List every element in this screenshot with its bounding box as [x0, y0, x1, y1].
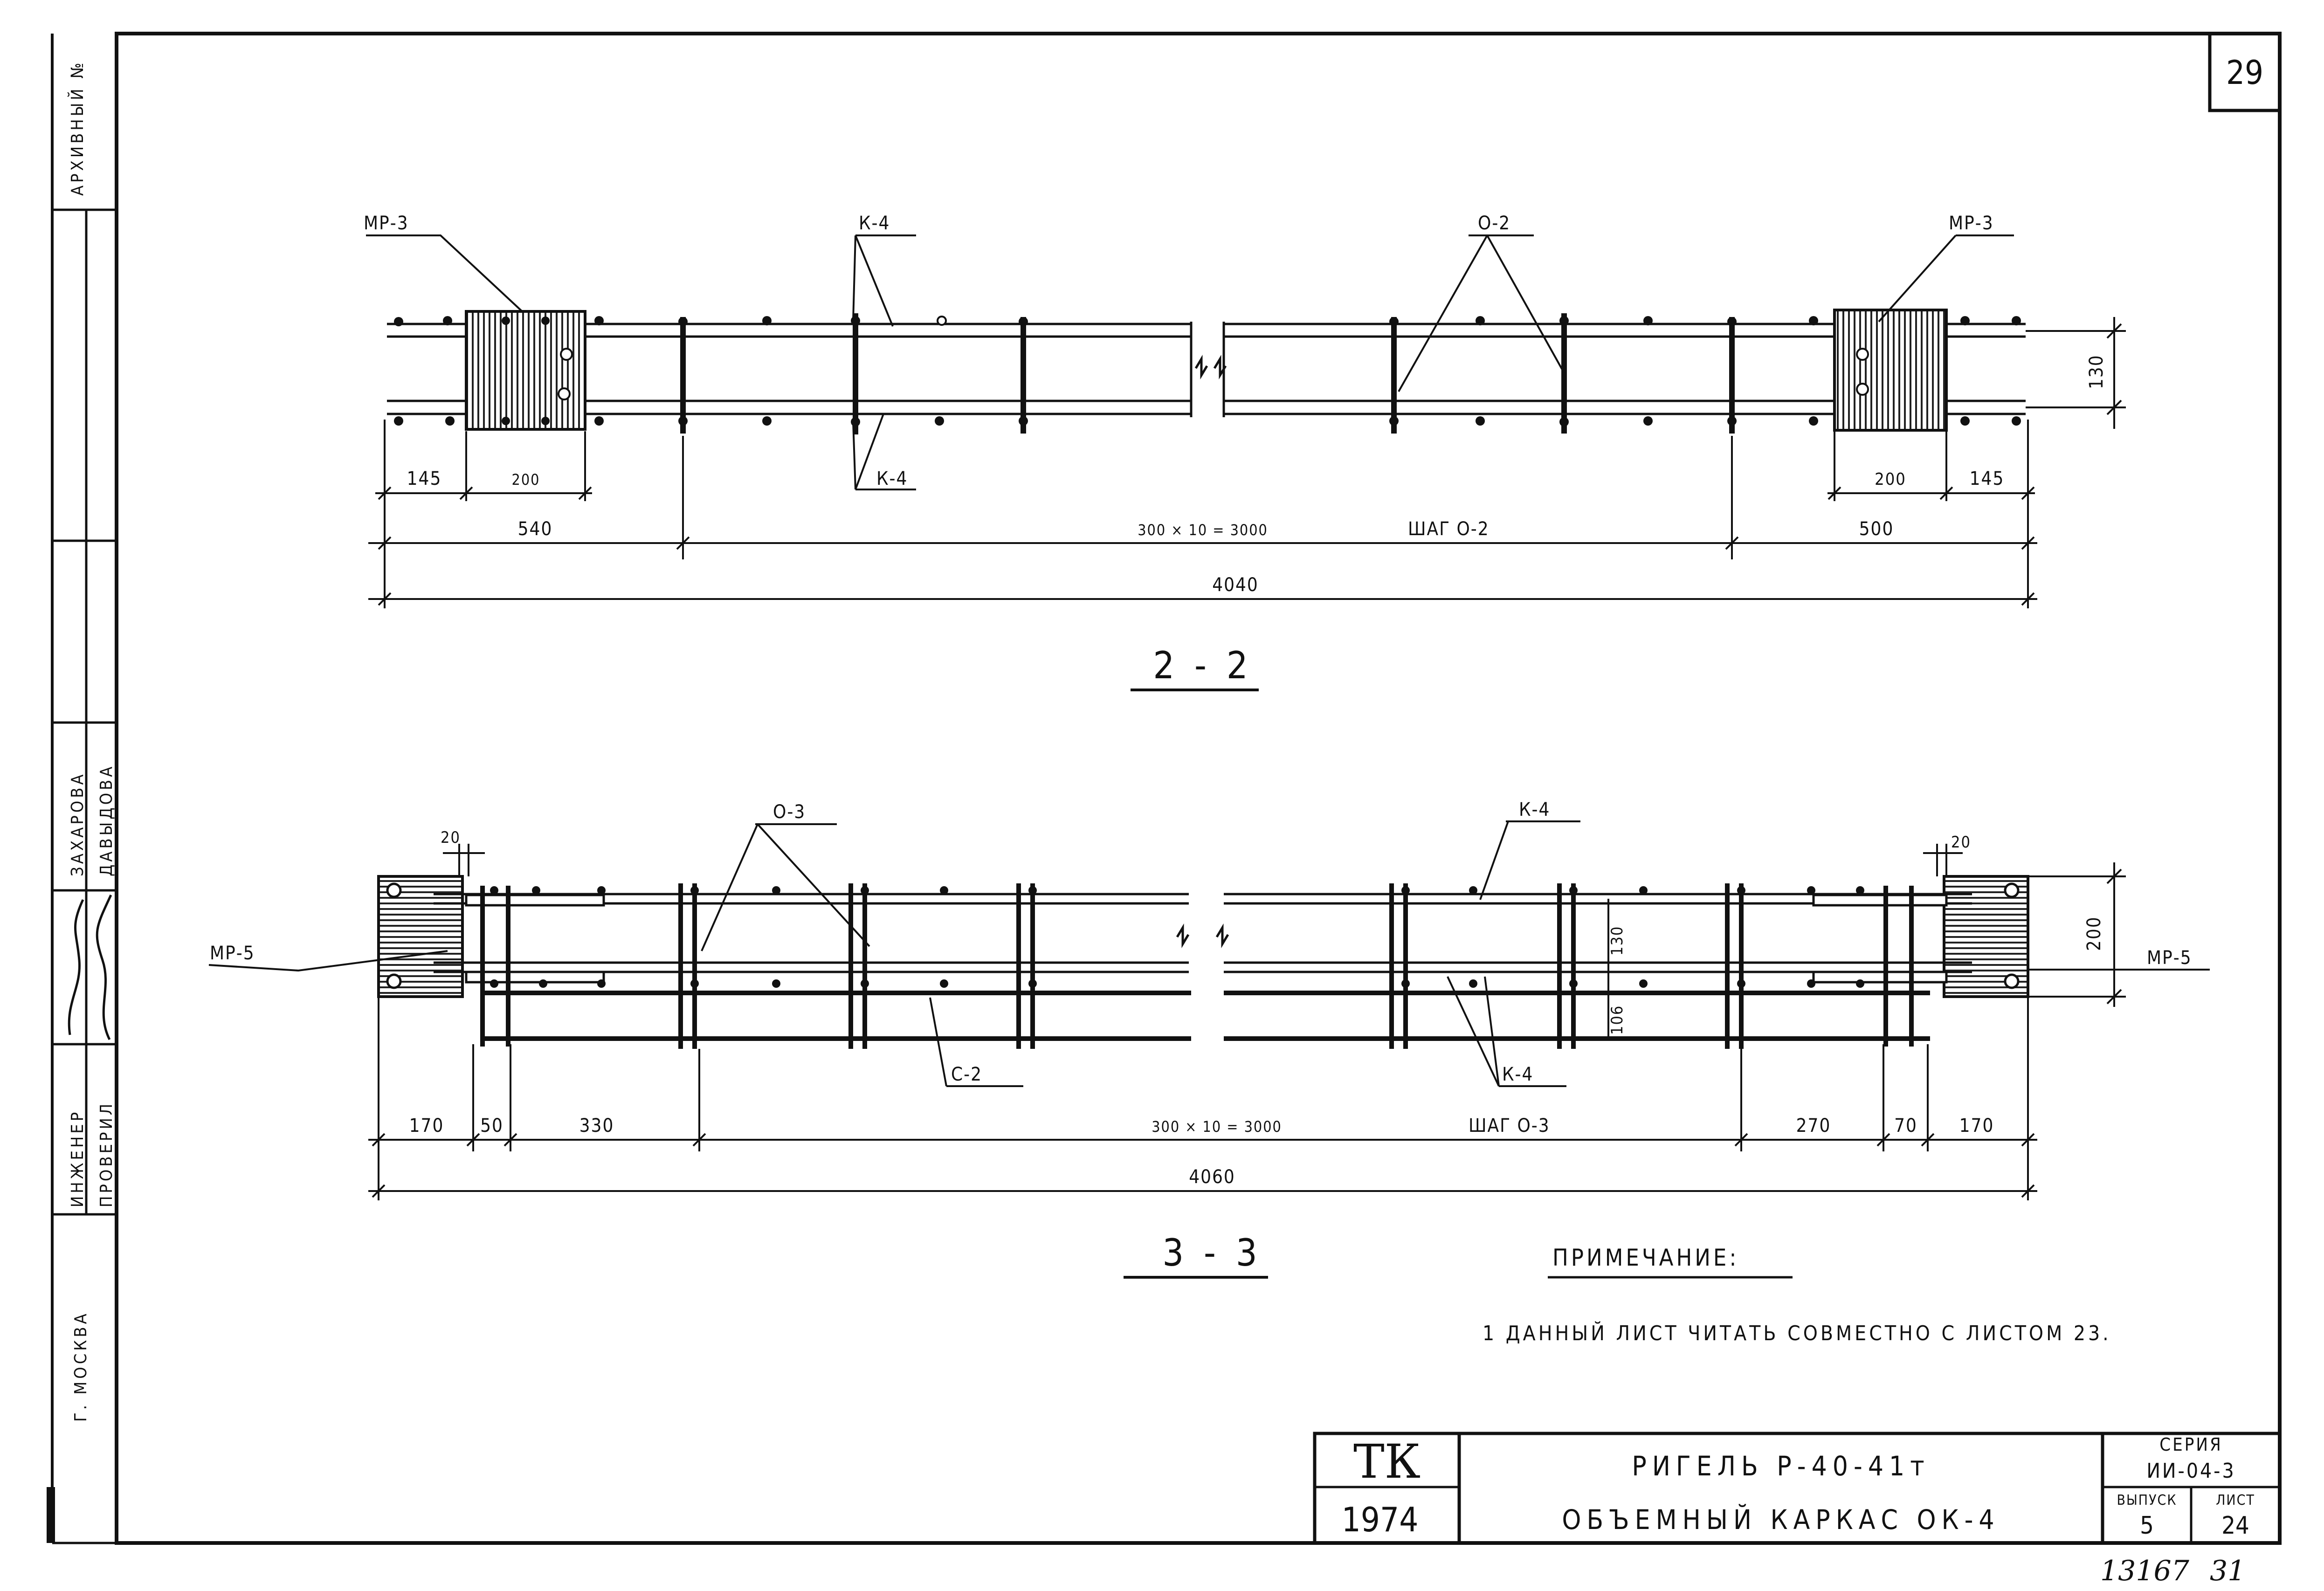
dim-3-170-right: 170: [1959, 1115, 1994, 1136]
dim-3-50: 50: [480, 1115, 503, 1136]
dim-3-total: 4060: [1189, 1166, 1235, 1188]
label-k4-top: К-4: [859, 213, 890, 234]
dim-2-left-plate: 200: [512, 471, 540, 489]
label-o3: О-3: [773, 801, 806, 823]
dim-3-step: ШАГ О-3: [1469, 1115, 1550, 1136]
note-heading: ПРИМЕЧАНИЕ:: [1552, 1244, 1739, 1271]
title-year: 1974: [1342, 1500, 1419, 1539]
archive-no-label: АРХИВНЫЙ №: [68, 60, 87, 196]
dim-3-h130: 130: [1608, 926, 1627, 956]
signature-engineer: [68, 899, 84, 1035]
sheet-label: ЛИСТ: [2216, 1492, 2255, 1508]
signature-checked: [96, 894, 112, 1040]
title-line-1: РИГЕЛЬ Р-40-41т: [1632, 1450, 1930, 1482]
dim-3-170-left: 170: [409, 1115, 444, 1136]
section-2-title: 2 - 2: [1153, 644, 1252, 687]
issue-value: 5: [2140, 1512, 2154, 1540]
label-mp3-right: МР-3: [1949, 213, 1994, 234]
name-engineer: ЗАХАРОВА: [68, 771, 87, 876]
label-mp3-left: МР-3: [364, 213, 409, 234]
section-3-3: МР-5 О-3 К-4 К-4 С-2 МР-5 20 20 200 130 …: [208, 799, 2210, 1279]
side-stamp: АРХИВНЫЙ № ЗАХАРОВА ДАВЫДОВА ИНЖЕНЕР ПРО…: [47, 34, 118, 1544]
note-item-1: 1 ДАННЫЙ ЛИСТ ЧИТАТЬ СОВМЕСТНО С ЛИСТОМ …: [1483, 1321, 2111, 1345]
label-mp5-left: МР-5: [210, 943, 255, 964]
title-line-2: ОБЪЕМНЫЙ КАРКАС ОК-4: [1562, 1503, 2000, 1536]
section-2-2: МР-3 К-4 К-4 О-2 МР-3 130: [364, 213, 2126, 691]
title-block: ТК 1974 РИГЕЛЬ Р-40-41т ОБЪЕМНЫЙ КАРКАС …: [1313, 1432, 2282, 1545]
note-block: ПРИМЕЧАНИЕ: 1 ДАННЫЙ ЛИСТ ЧИТАТЬ СОВМЕСТ…: [1483, 1244, 2111, 1345]
dim-2-right-plate: 200: [1875, 470, 1906, 489]
city-label: Г. МОСКВА: [71, 1311, 90, 1422]
label-k4-bottom: К-4: [876, 468, 908, 489]
label-k4-bottom-3: К-4: [1502, 1064, 1533, 1085]
dim-2-step: ШАГ О-2: [1408, 518, 1490, 540]
dim-3-h200: 200: [2083, 916, 2105, 951]
label-mp5-right: МР-5: [2147, 947, 2192, 969]
plate-mp3-right: [1833, 309, 1948, 432]
sheet-number: 29: [2226, 54, 2263, 92]
dim-2-left-end: 540: [518, 518, 553, 540]
dim-3-70: 70: [1894, 1115, 1917, 1136]
dim-2-right-edge: 145: [1970, 468, 2005, 489]
binding-mark: [47, 1487, 55, 1543]
dim-3-gap-left: 20: [441, 828, 461, 847]
dim-2-left-edge: 145: [407, 468, 442, 489]
dim-3-h106: 106: [1608, 1005, 1627, 1035]
plate-mp3-left: [465, 310, 586, 431]
dim-2-right-end: 500: [1859, 518, 1894, 540]
dim-3-330: 330: [579, 1115, 614, 1136]
role-checked: ПРОВЕРИЛ: [97, 1101, 116, 1207]
sheet-value: 24: [2221, 1512, 2249, 1540]
dim-2-height: 130: [2086, 354, 2107, 389]
dim-2-total: 4040: [1212, 574, 1259, 596]
label-k4-top-3: К-4: [1519, 799, 1550, 820]
sheet-frame: [115, 32, 2282, 1545]
dim-3-gap-right: 20: [1951, 833, 1971, 852]
dim-2-middle: 300 × 10 = 3000: [1138, 521, 1268, 539]
section-3-title: 3 - 3: [1162, 1231, 1262, 1274]
archive-page: 31: [2210, 1555, 2245, 1587]
title-org: ТК: [1353, 1434, 1421, 1489]
series-label: СЕРИЯ: [2159, 1434, 2222, 1455]
series-value: ИИ-04-3: [2146, 1459, 2235, 1483]
issue-label: ВЫПУСК: [2117, 1492, 2177, 1508]
archive-inventory: 13167: [2100, 1555, 2190, 1587]
label-c2: С-2: [951, 1064, 982, 1085]
role-engineer: ИНЖЕНЕР: [68, 1109, 87, 1207]
dim-3-middle: 300 × 10 = 3000: [1152, 1118, 1282, 1136]
name-checked: ДАВЫДОВА: [97, 764, 116, 876]
label-o2: О-2: [1478, 213, 1510, 234]
sheet-number-box: [2208, 32, 2282, 112]
dim-3-270: 270: [1796, 1115, 1831, 1136]
